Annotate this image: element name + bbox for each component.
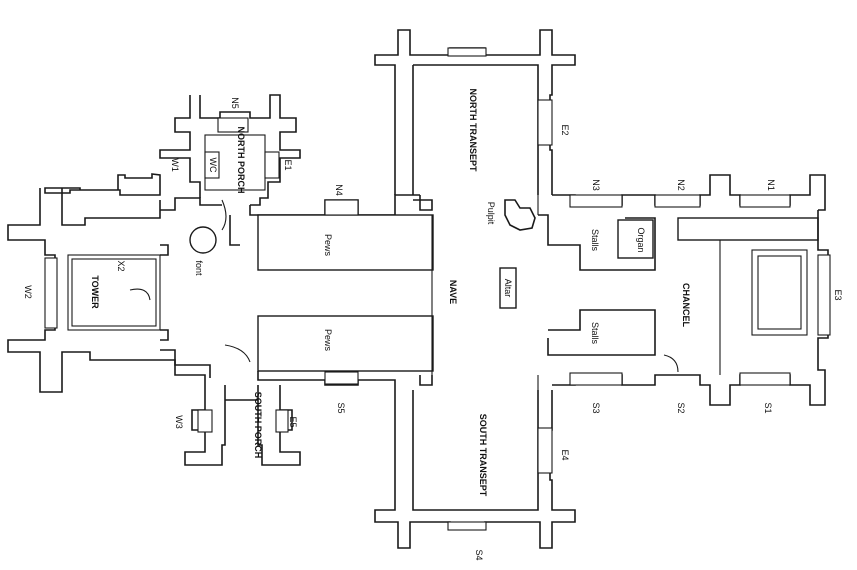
label-south-transept: SOUTH TRANSEPT: [478, 414, 488, 497]
window-n4-sill: [324, 199, 359, 216]
label-x2: X2: [116, 260, 126, 271]
window-e1-sill: [264, 151, 280, 179]
window-s4-sill: [447, 521, 487, 531]
label-e4: E4: [560, 449, 570, 460]
chancel-door-arc: [663, 354, 679, 373]
fixtures: [129, 199, 679, 373]
label-n3: N3: [591, 179, 601, 191]
walls: [7, 29, 829, 549]
font-basin: [189, 226, 217, 254]
label-s5: S5: [336, 402, 346, 413]
pews-north-block: [257, 214, 434, 271]
window-n1-sill: [739, 194, 791, 208]
altar-table: [499, 267, 517, 309]
south-door-arc: [224, 344, 251, 363]
label-n2: N2: [676, 179, 686, 191]
label-wc: WC: [208, 158, 218, 173]
label-chancel: CHANCEL: [681, 283, 691, 328]
window-s5-sill: [324, 371, 359, 385]
label-north-porch: NORTH PORCH: [236, 127, 246, 194]
tower-door-arc: [129, 288, 151, 301]
window-wc-sill: [204, 151, 220, 179]
label-s3: S3: [591, 402, 601, 413]
window-w3-sill: [197, 409, 213, 433]
label-north-transept: NORTH TRANSEPT: [468, 89, 478, 173]
sanctuary-platform: [751, 249, 808, 336]
window-e5-sill: [275, 409, 289, 433]
label-n1: N1: [766, 179, 776, 191]
label-pews-south: Pews: [323, 329, 333, 352]
label-s2: S2: [676, 402, 686, 413]
label-tower: TOWER: [90, 275, 100, 309]
pews-south-block: [257, 315, 434, 372]
label-n5: N5: [230, 97, 240, 109]
label-e5: E5: [288, 416, 298, 427]
label-w3: W3: [174, 415, 184, 429]
organ-block: [617, 219, 654, 259]
label-stalls-north: Stalls: [590, 229, 600, 252]
window-n-transept: [447, 47, 487, 57]
window-w2-sill: [44, 257, 58, 329]
window-n5-sill: [217, 117, 249, 133]
label-s1: S1: [763, 402, 773, 413]
label-s4: S4: [474, 549, 484, 560]
window-n3-sill: [569, 194, 623, 208]
window-s3-sill: [569, 372, 623, 386]
window-n2-sill: [654, 194, 701, 208]
label-w1: W1: [170, 158, 180, 172]
windows: [44, 47, 831, 531]
label-organ: Organ: [636, 227, 646, 252]
window-e4-sill: [537, 427, 553, 474]
north-door-arc: [221, 199, 227, 231]
label-pews-north: Pews: [323, 234, 333, 257]
label-w2: W2: [23, 285, 33, 299]
label-e2: E2: [560, 124, 570, 135]
label-n4: N4: [334, 184, 344, 196]
altar-rail-north: [677, 217, 819, 241]
pulpit-shape: [504, 199, 536, 231]
label-nave: NAVE: [448, 280, 458, 304]
window-e3-sill: [817, 254, 831, 336]
tower-room: [67, 254, 161, 331]
label-e1: E1: [283, 159, 293, 170]
label-font: font: [194, 260, 204, 276]
labels: TOWER NAVE CHANCEL NORTH TRANSEPT SOUTH …: [23, 89, 843, 561]
label-south-porch: SOUTH PORCH: [253, 392, 263, 459]
label-stalls-south: Stalls: [590, 322, 600, 345]
label-e3: E3: [833, 289, 843, 300]
label-pulpit: Pulpit: [486, 202, 496, 225]
window-s1-sill: [739, 372, 791, 386]
label-altar: Altar: [503, 279, 513, 298]
window-e2-sill: [537, 99, 553, 146]
